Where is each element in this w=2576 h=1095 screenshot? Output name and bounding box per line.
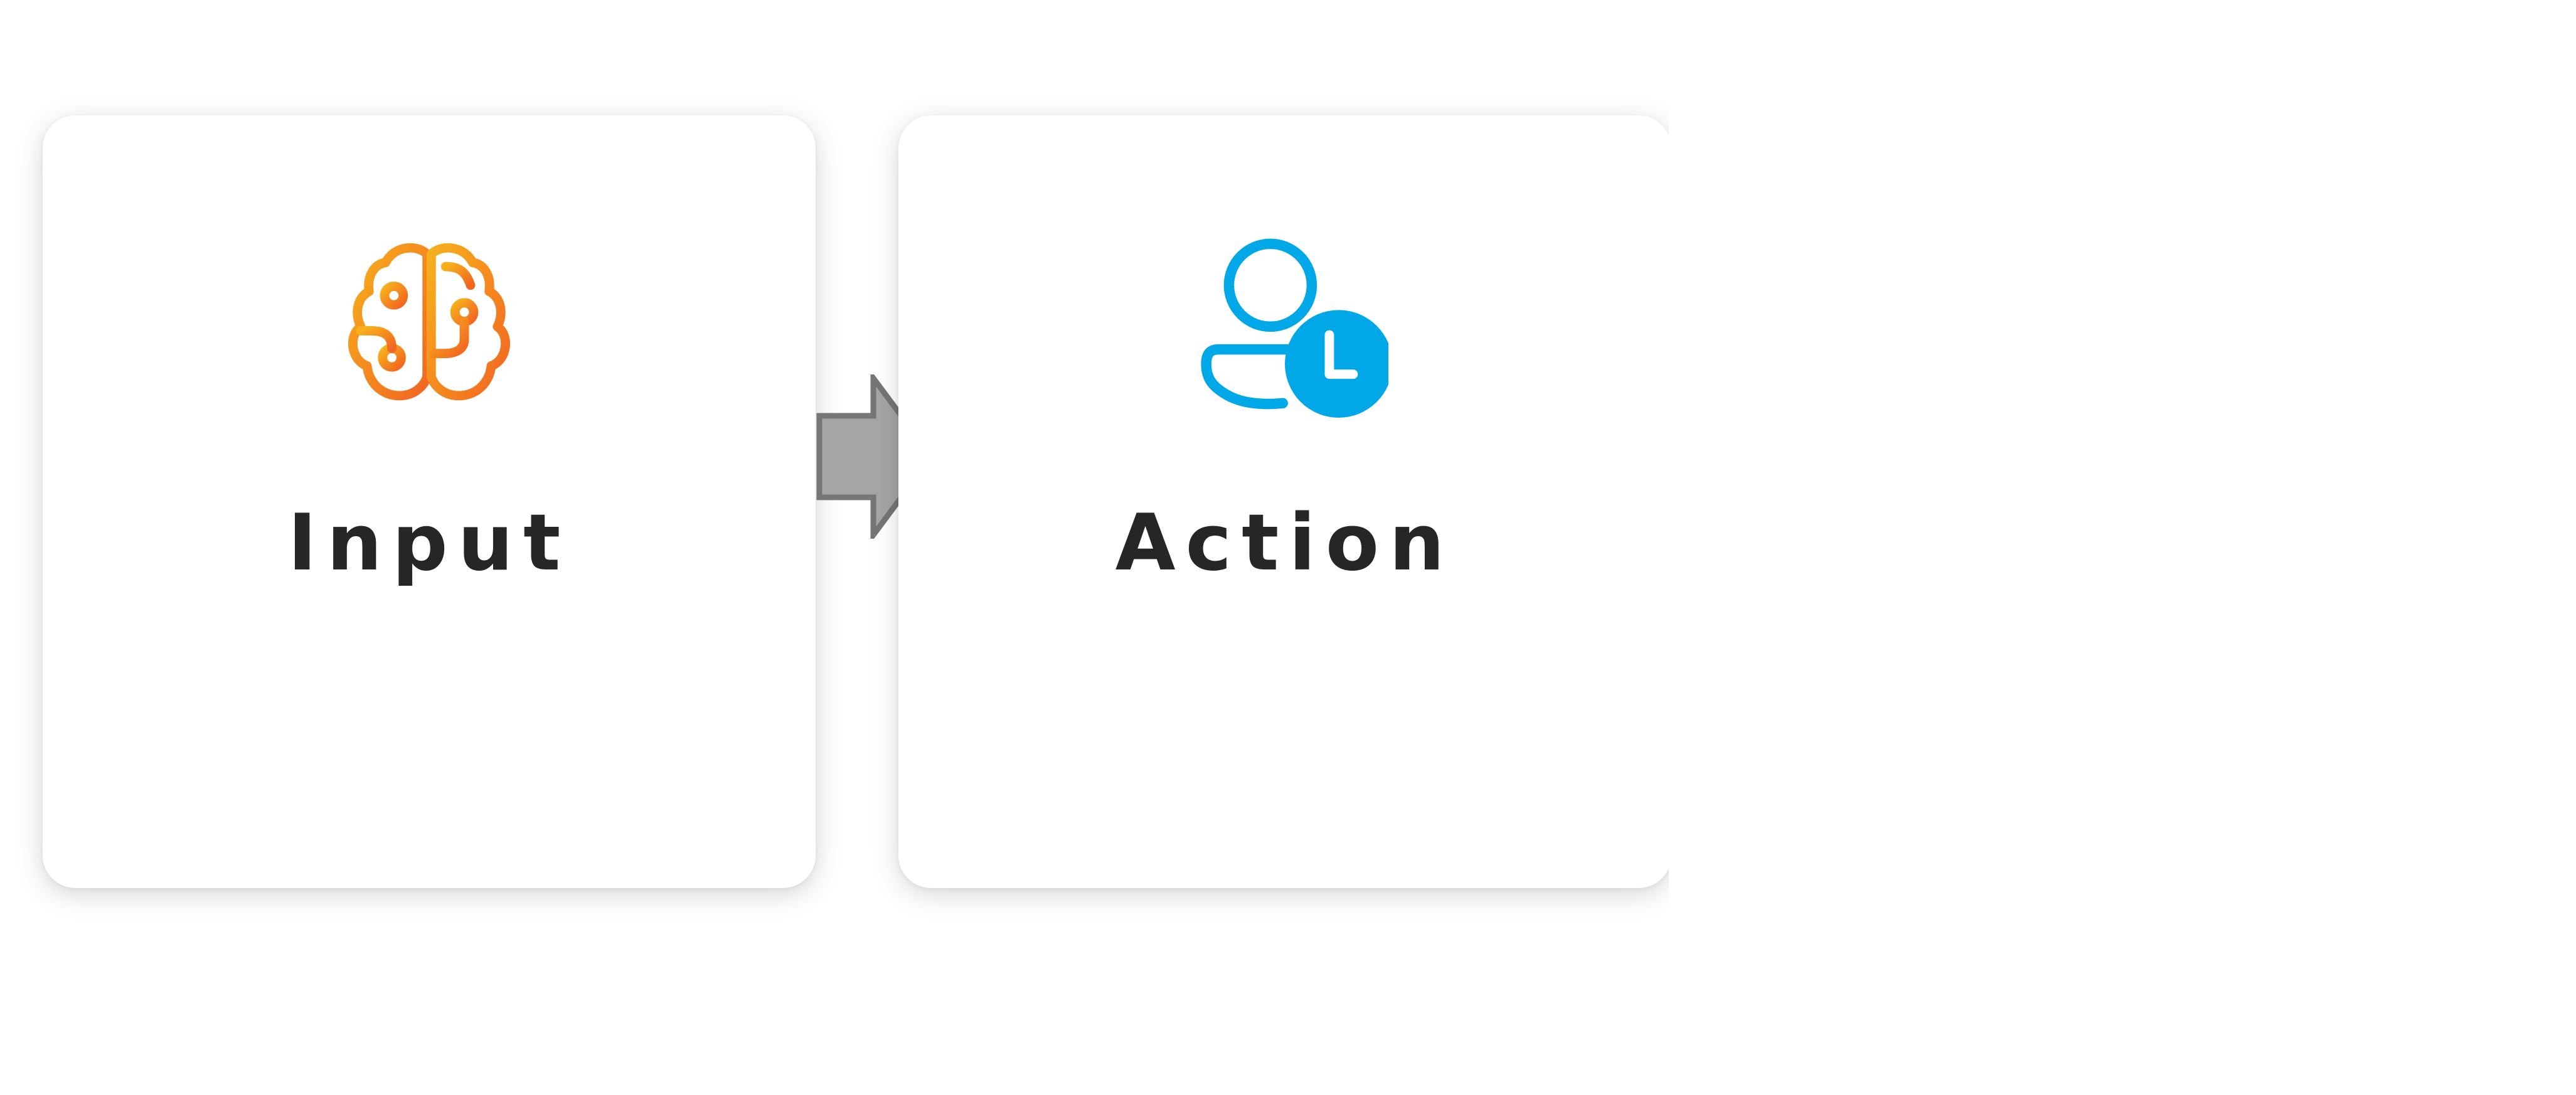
node-action-card[interactable]: Action	[898, 115, 1669, 888]
node-input-label: Input	[287, 498, 571, 588]
node-input-card[interactable]: Input	[43, 115, 816, 888]
diagram-canvas: Input Action	[43, 115, 1669, 888]
brain-icon	[326, 231, 533, 438]
person-clock-icon	[1181, 231, 1388, 438]
node-action-label: Action	[1115, 498, 1455, 588]
